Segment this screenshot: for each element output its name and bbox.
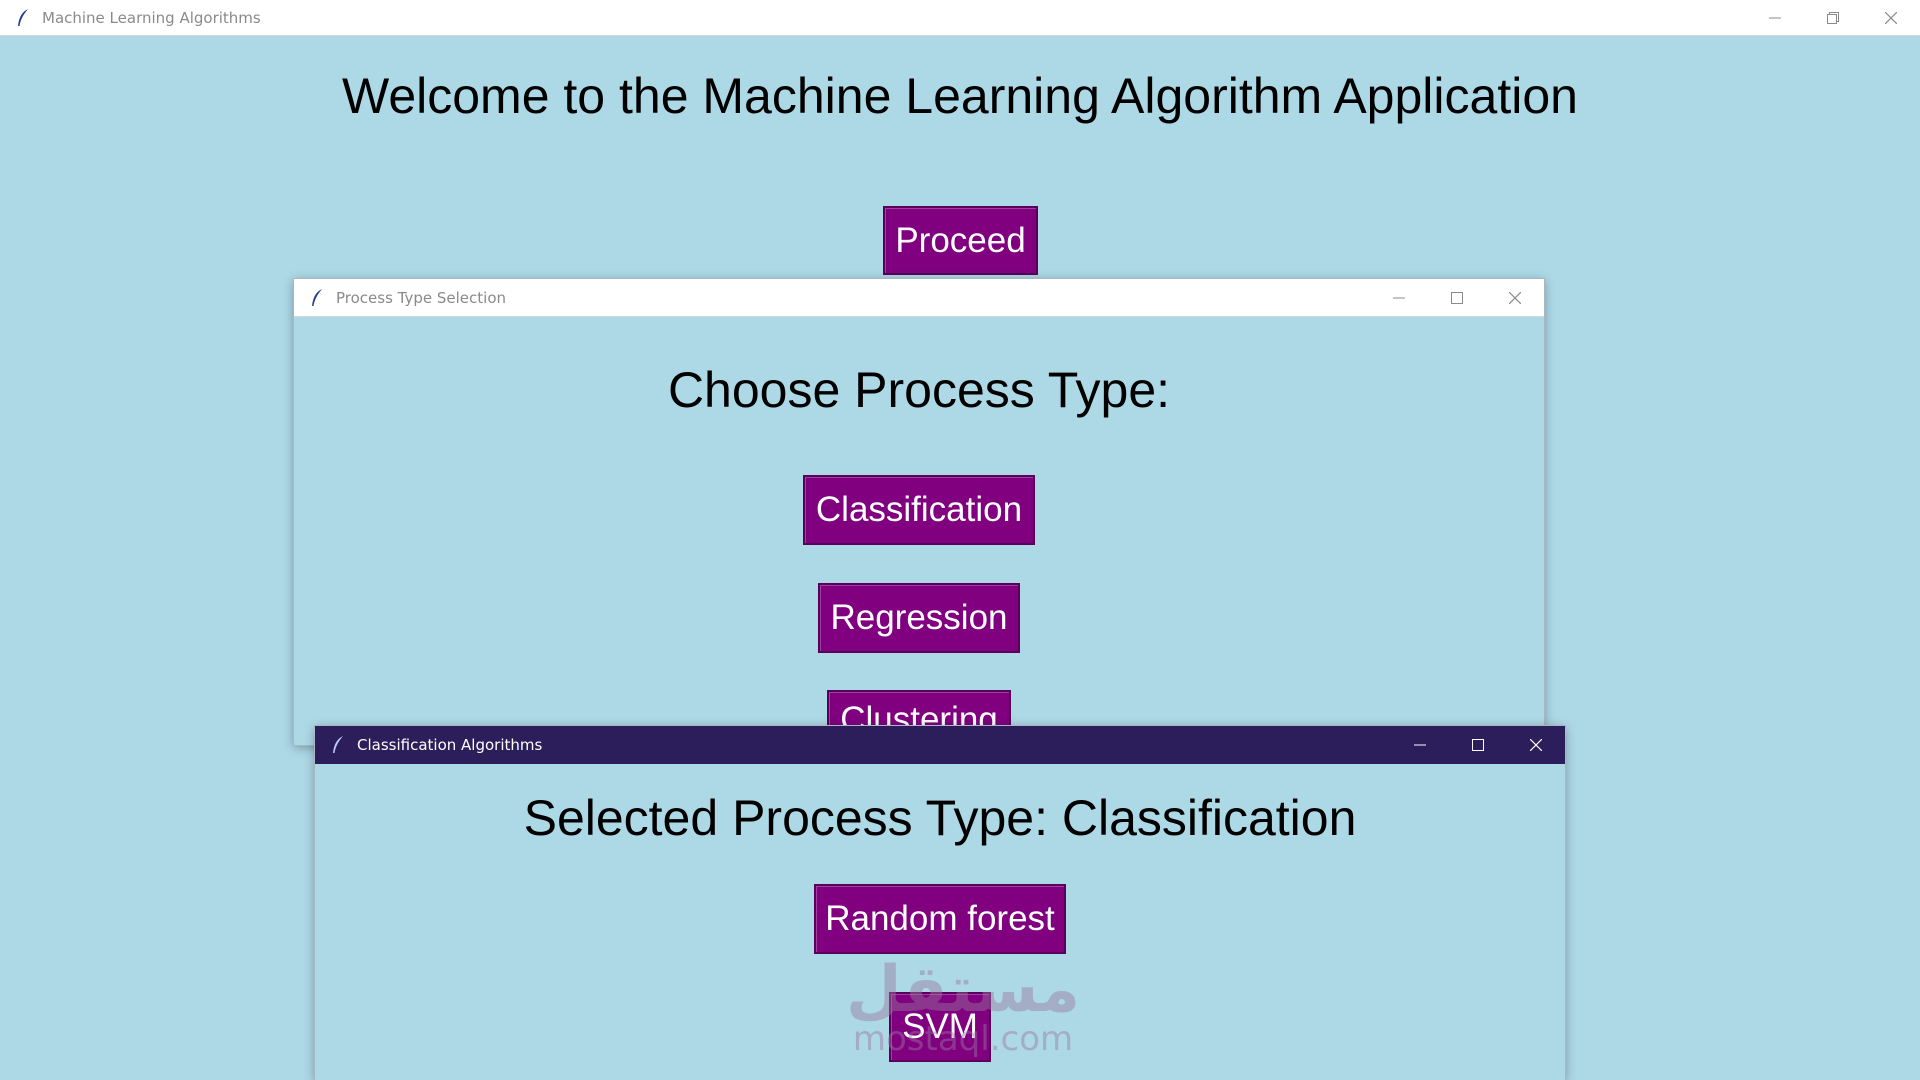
svm-button[interactable]: SVM	[889, 992, 991, 1062]
random-forest-button[interactable]: Random forest	[814, 884, 1066, 954]
feather-icon	[306, 287, 328, 309]
process-window-titlebar[interactable]: Process Type Selection	[294, 279, 1544, 317]
restore-icon[interactable]	[1804, 0, 1862, 35]
minimize-icon[interactable]	[1746, 0, 1804, 35]
process-type-heading: Choose Process Type:	[667, 362, 1171, 418]
feather-icon	[327, 734, 349, 756]
welcome-heading: Welcome to the Machine Learning Algorith…	[342, 68, 1578, 124]
maximize-icon[interactable]	[1449, 726, 1507, 764]
classification-window-title: Classification Algorithms	[357, 736, 543, 754]
main-window-title: Machine Learning Algorithms	[42, 8, 261, 27]
minimize-icon[interactable]	[1391, 726, 1449, 764]
close-icon[interactable]	[1507, 726, 1565, 764]
classification-window-titlebar[interactable]: Classification Algorithms	[315, 726, 1565, 764]
proceed-button[interactable]: Proceed	[883, 206, 1038, 275]
process-type-window: Process Type Selection Choose Process Ty…	[294, 279, 1544, 745]
maximize-icon[interactable]	[1428, 279, 1486, 316]
main-window-titlebar[interactable]: Machine Learning Algorithms	[0, 0, 1920, 36]
classification-window: Classification Algorithms Selected Proce…	[315, 726, 1565, 1080]
close-icon[interactable]	[1862, 0, 1920, 35]
process-window-title: Process Type Selection	[336, 288, 507, 307]
regression-button[interactable]: Regression	[818, 583, 1020, 653]
close-icon[interactable]	[1486, 279, 1544, 316]
selected-process-heading: Selected Process Type: Classification	[523, 790, 1357, 846]
classification-button[interactable]: Classification	[803, 475, 1035, 545]
minimize-icon[interactable]	[1370, 279, 1428, 316]
feather-icon	[12, 7, 34, 29]
